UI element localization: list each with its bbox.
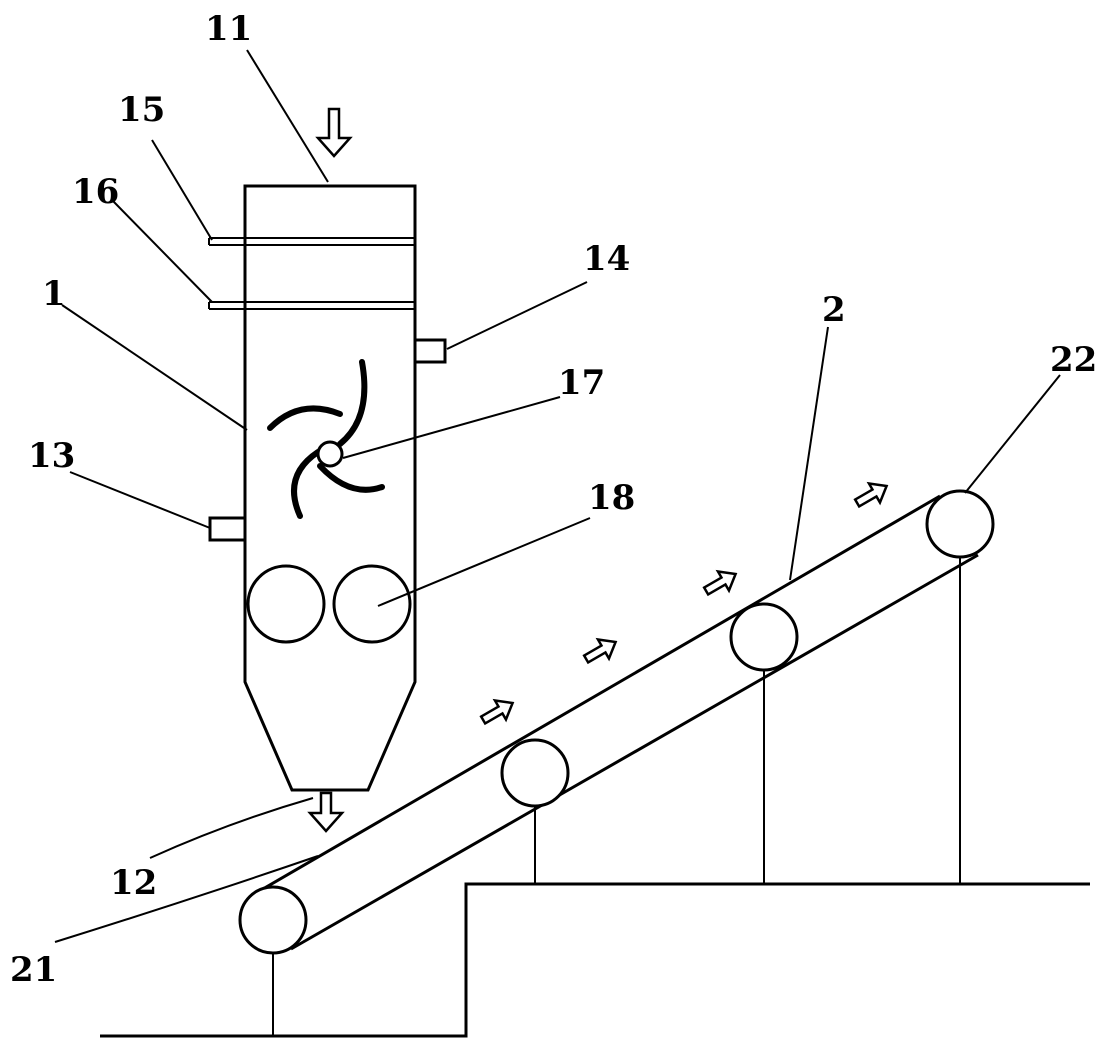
belt-top: [255, 494, 941, 895]
flow-arrow-icon: [853, 481, 889, 509]
label-22: 22: [1050, 340, 1097, 380]
conveyor: [238, 489, 995, 1036]
vessel: [208, 184, 447, 792]
pulley-21: [238, 885, 308, 955]
label-13: 13: [28, 436, 75, 476]
pipe-16: [208, 301, 415, 310]
flow-arrows: [479, 481, 889, 726]
leader-lines: [54, 49, 1061, 943]
label-2: 2: [822, 290, 846, 330]
port-14: [413, 338, 447, 364]
stirrer: [267, 359, 385, 519]
flow-arrow-icon: [702, 569, 738, 597]
label-14: 14: [583, 239, 630, 279]
label-12: 12: [110, 863, 157, 903]
label-21: 21: [10, 950, 57, 990]
vessel-body: [243, 184, 417, 792]
stirrer-hub: [316, 440, 344, 468]
pipe-15: [208, 237, 415, 246]
idler-b: [729, 602, 799, 672]
label-17: 17: [558, 363, 605, 403]
pulley-22: [925, 489, 995, 559]
roller-18-right: [332, 564, 412, 644]
label-18: 18: [588, 478, 635, 518]
label-15: 15: [118, 90, 165, 130]
flow-arrow-icon: [479, 698, 515, 726]
label-11: 11: [205, 9, 252, 49]
flow-arrow-icon: [582, 637, 618, 665]
ground-line: [100, 882, 1090, 1038]
belt-bottom: [290, 553, 979, 951]
label-16: 16: [72, 172, 119, 212]
label-1: 1: [42, 274, 66, 314]
outlet-arrow-icon: [307, 791, 345, 833]
inlet-arrow-icon: [315, 107, 353, 158]
roller-18-left: [246, 564, 326, 644]
idler-a: [500, 738, 570, 808]
port-13: [208, 516, 247, 542]
